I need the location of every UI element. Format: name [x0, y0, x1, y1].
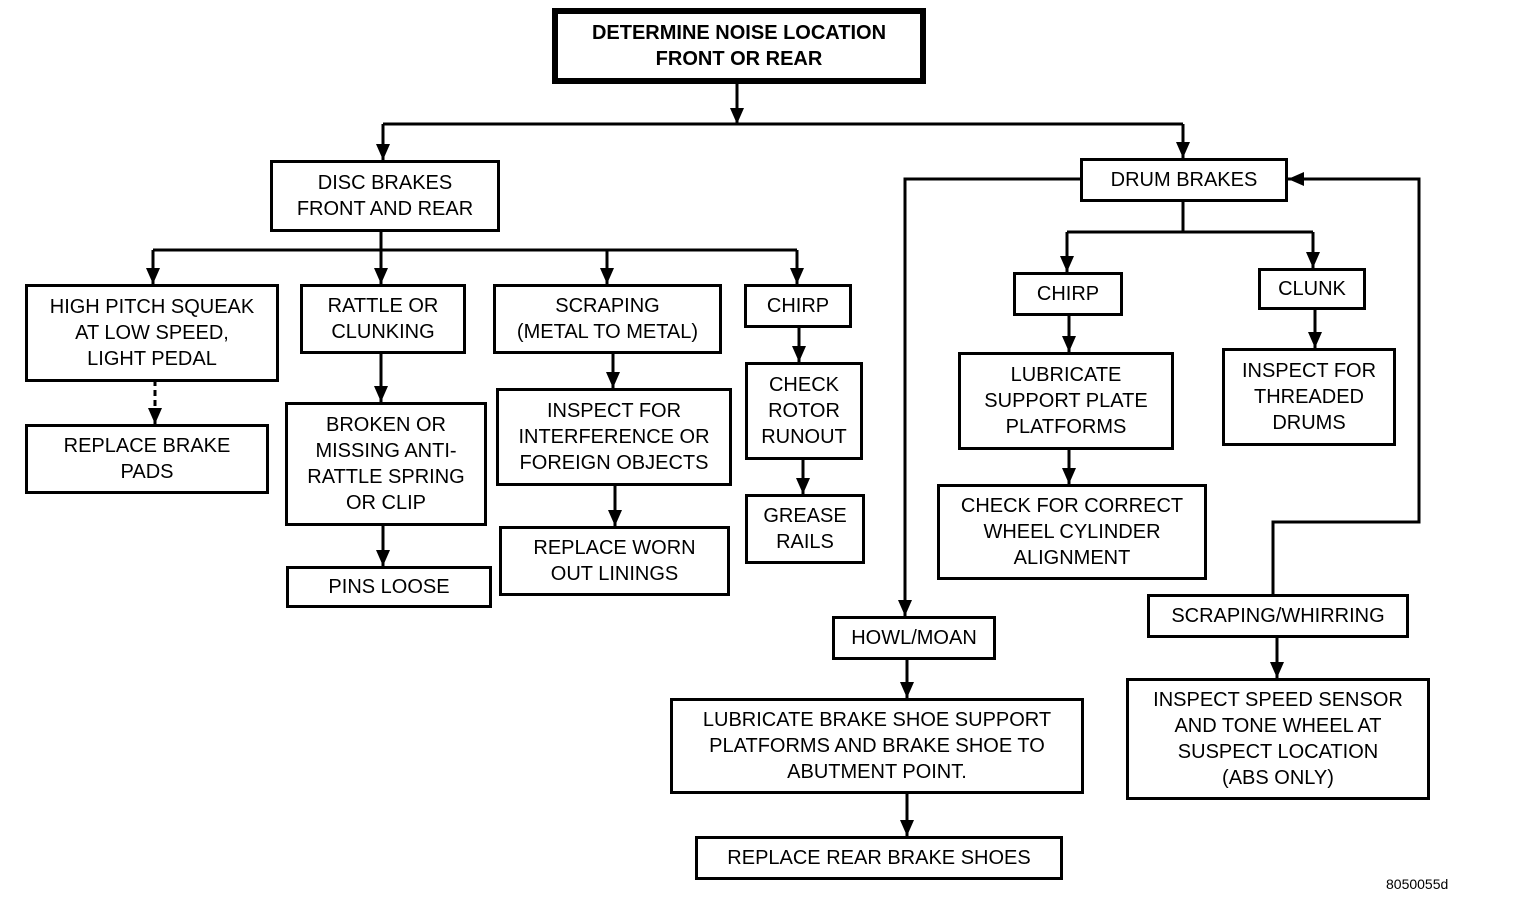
node-clunk: CLUNK	[1258, 268, 1366, 310]
node-rattle-clunking: RATTLE OR CLUNKING	[300, 284, 466, 354]
node-determine-noise-location: DETERMINE NOISE LOCATION FRONT OR REAR	[552, 8, 926, 84]
node-replace-worn-linings: REPLACE WORN OUT LININGS	[499, 526, 730, 596]
node-grease-rails: GREASE RAILS	[745, 494, 865, 564]
node-inspect-threaded-drums: INSPECT FOR THREADED DRUMS	[1222, 348, 1396, 446]
node-chirp-disc: CHIRP	[744, 284, 852, 328]
node-replace-brake-pads: REPLACE BRAKE PADS	[25, 424, 269, 494]
node-scraping-whirring: SCRAPING/WHIRRING	[1147, 594, 1409, 638]
node-chirp-drum: CHIRP	[1013, 272, 1123, 316]
node-pins-loose: PINS LOOSE	[286, 566, 492, 608]
node-check-rotor-runout: CHECK ROTOR RUNOUT	[745, 362, 863, 460]
node-inspect-speed-sensor: INSPECT SPEED SENSOR AND TONE WHEEL AT S…	[1126, 678, 1430, 800]
node-howl-moan: HOWL/MOAN	[832, 616, 996, 660]
node-drum-brakes: DRUM BRAKES	[1080, 158, 1288, 202]
figure-id: 8050055d	[1386, 876, 1449, 892]
node-lubricate-support-plate: LUBRICATE SUPPORT PLATE PLATFORMS	[958, 352, 1174, 450]
node-replace-rear-brake-shoes: REPLACE REAR BRAKE SHOES	[695, 836, 1063, 880]
node-disc-brakes: DISC BRAKES FRONT AND REAR	[270, 160, 500, 232]
connector-scraping-whirring-drum	[1271, 172, 1421, 596]
node-lubricate-brake-shoe: LUBRICATE BRAKE SHOE SUPPORT PLATFORMS A…	[670, 698, 1084, 794]
node-check-wheel-cylinder: CHECK FOR CORRECT WHEEL CYLINDER ALIGNME…	[937, 484, 1207, 580]
node-high-pitch-squeak: HIGH PITCH SQUEAK AT LOW SPEED, LIGHT PE…	[25, 284, 279, 382]
node-broken-anti-rattle: BROKEN OR MISSING ANTI- RATTLE SPRING OR…	[285, 402, 487, 526]
node-scraping-metal: SCRAPING (METAL TO METAL)	[493, 284, 722, 354]
node-inspect-interference: INSPECT FOR INTERFERENCE OR FOREIGN OBJE…	[496, 388, 732, 486]
connector-drum-howl	[898, 177, 1081, 616]
